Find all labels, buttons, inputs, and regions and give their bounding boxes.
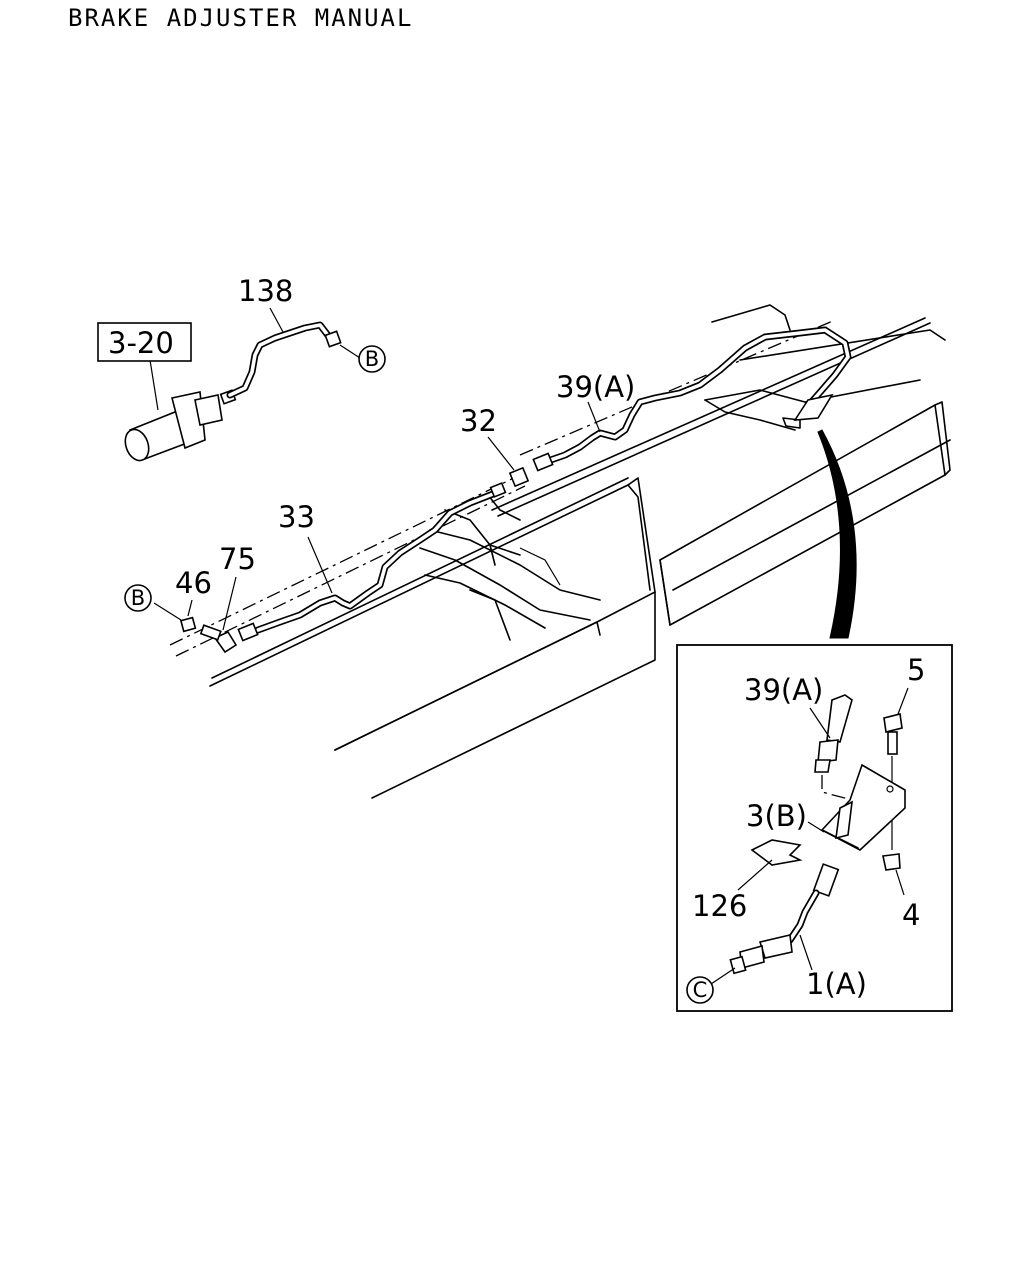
leader-lines xyxy=(149,307,601,631)
callout-46: 46 xyxy=(175,566,212,600)
inset-callout-126: 126 xyxy=(692,889,747,923)
callout-32: 32 xyxy=(460,404,497,438)
connector-b-top-label: B xyxy=(365,347,379,371)
detail-arrow xyxy=(817,429,857,639)
brake-pipe-33 xyxy=(254,490,497,634)
brake-adjuster-chamber xyxy=(124,389,237,462)
connector-b-left: B xyxy=(124,584,152,612)
inset-callout-5: 5 xyxy=(907,653,925,687)
page-title: BRAKE ADJUSTER MANUAL xyxy=(68,4,413,32)
connector-c-label: C xyxy=(693,978,708,1002)
inset-callout-3b: 3(B) xyxy=(746,799,807,833)
callout-3-20: 3-20 xyxy=(108,326,174,360)
inset-callout-1a: 1(A) xyxy=(806,967,867,1001)
callout-39a: 39(A) xyxy=(556,370,635,404)
callout-33: 33 xyxy=(278,500,315,534)
nut-46 xyxy=(179,616,197,633)
fitting-75 xyxy=(199,622,259,654)
reference-box-3-20 xyxy=(97,322,192,362)
fitting-32 xyxy=(489,452,554,498)
connector-b-left-label: B xyxy=(131,586,145,610)
callout-75: 75 xyxy=(219,542,256,576)
brake-pipe-138 xyxy=(226,321,342,399)
inset-callout-39a: 39(A) xyxy=(744,673,823,707)
connector-b-top: B xyxy=(358,345,386,373)
connector-c: C xyxy=(686,976,714,1004)
inset-callout-4: 4 xyxy=(902,898,920,932)
chassis-frame xyxy=(169,304,951,799)
detail-inset: 39(A) 5 3(B) 126 4 1(A) C xyxy=(676,644,953,1012)
callout-138: 138 xyxy=(238,274,293,308)
brake-pipe-39a xyxy=(541,326,852,466)
